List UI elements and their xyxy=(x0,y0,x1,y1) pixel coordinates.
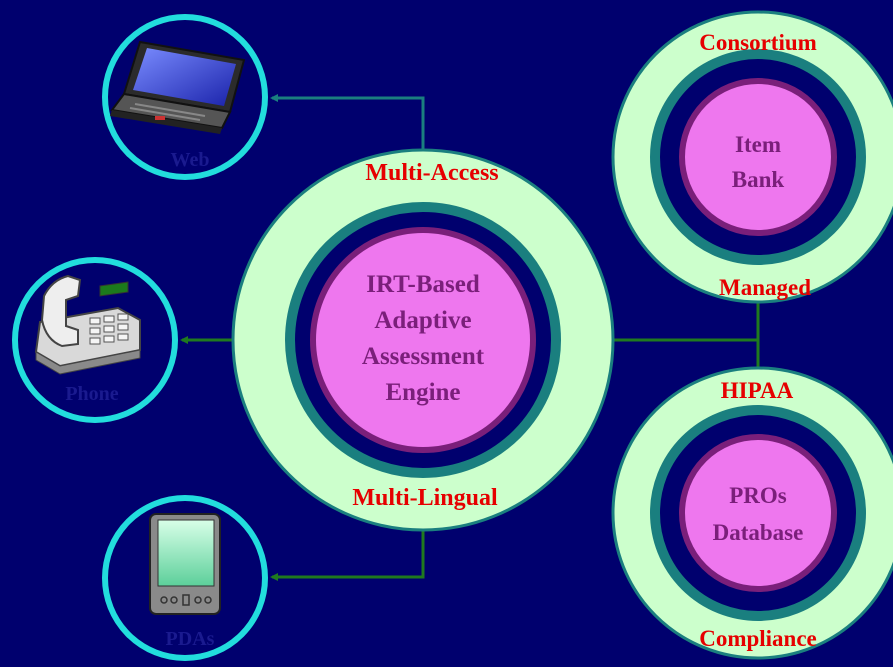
connector-engine-to-web xyxy=(270,94,425,160)
phone-device: Phone xyxy=(12,257,178,423)
engine-line-3: Assessment xyxy=(362,343,485,370)
engine-core xyxy=(310,227,536,453)
pros-db-line-1: PROs xyxy=(729,483,787,508)
web-device-circle xyxy=(102,14,268,180)
engine-line-2: Adaptive xyxy=(374,307,471,334)
pros-db-label-bottom: Compliance xyxy=(699,626,817,651)
engine-label-top: Multi-Access xyxy=(365,160,498,186)
connector-engine-to-pdas xyxy=(270,512,425,581)
phone-device-circle xyxy=(12,257,178,423)
item-bank-line-2: Bank xyxy=(732,167,785,192)
pros-db-line-2: Database xyxy=(713,520,804,545)
web-label: Web xyxy=(171,149,210,171)
web-device: Web xyxy=(102,14,268,180)
pdas-label: PDAs xyxy=(166,628,215,650)
pros-db-node: PROs Database HIPAA Compliance xyxy=(611,366,893,660)
item-bank-label-top: Consortium xyxy=(699,30,817,55)
engine-line-1: IRT-Based xyxy=(366,271,480,298)
pda-device-circle xyxy=(102,495,268,661)
engine-line-4: Engine xyxy=(385,379,460,406)
laptop-icon xyxy=(110,40,246,134)
pda-icon xyxy=(149,513,221,615)
pda-device: PDAs xyxy=(102,495,268,661)
engine-label-bottom: Multi-Lingual xyxy=(352,485,498,511)
pros-db-core xyxy=(679,434,837,592)
item-bank-label-bottom: Managed xyxy=(719,275,811,300)
item-bank-line-1: Item xyxy=(735,132,781,157)
engine-node: IRT-Based Adaptive Assessment Engine Mul… xyxy=(231,148,615,532)
telephone-icon xyxy=(34,274,141,375)
pros-db-label-top: HIPAA xyxy=(721,378,794,403)
phone-label: Phone xyxy=(65,383,118,405)
item-bank-node: Item Bank Consortium Managed xyxy=(611,10,893,304)
item-bank-core xyxy=(679,78,837,236)
